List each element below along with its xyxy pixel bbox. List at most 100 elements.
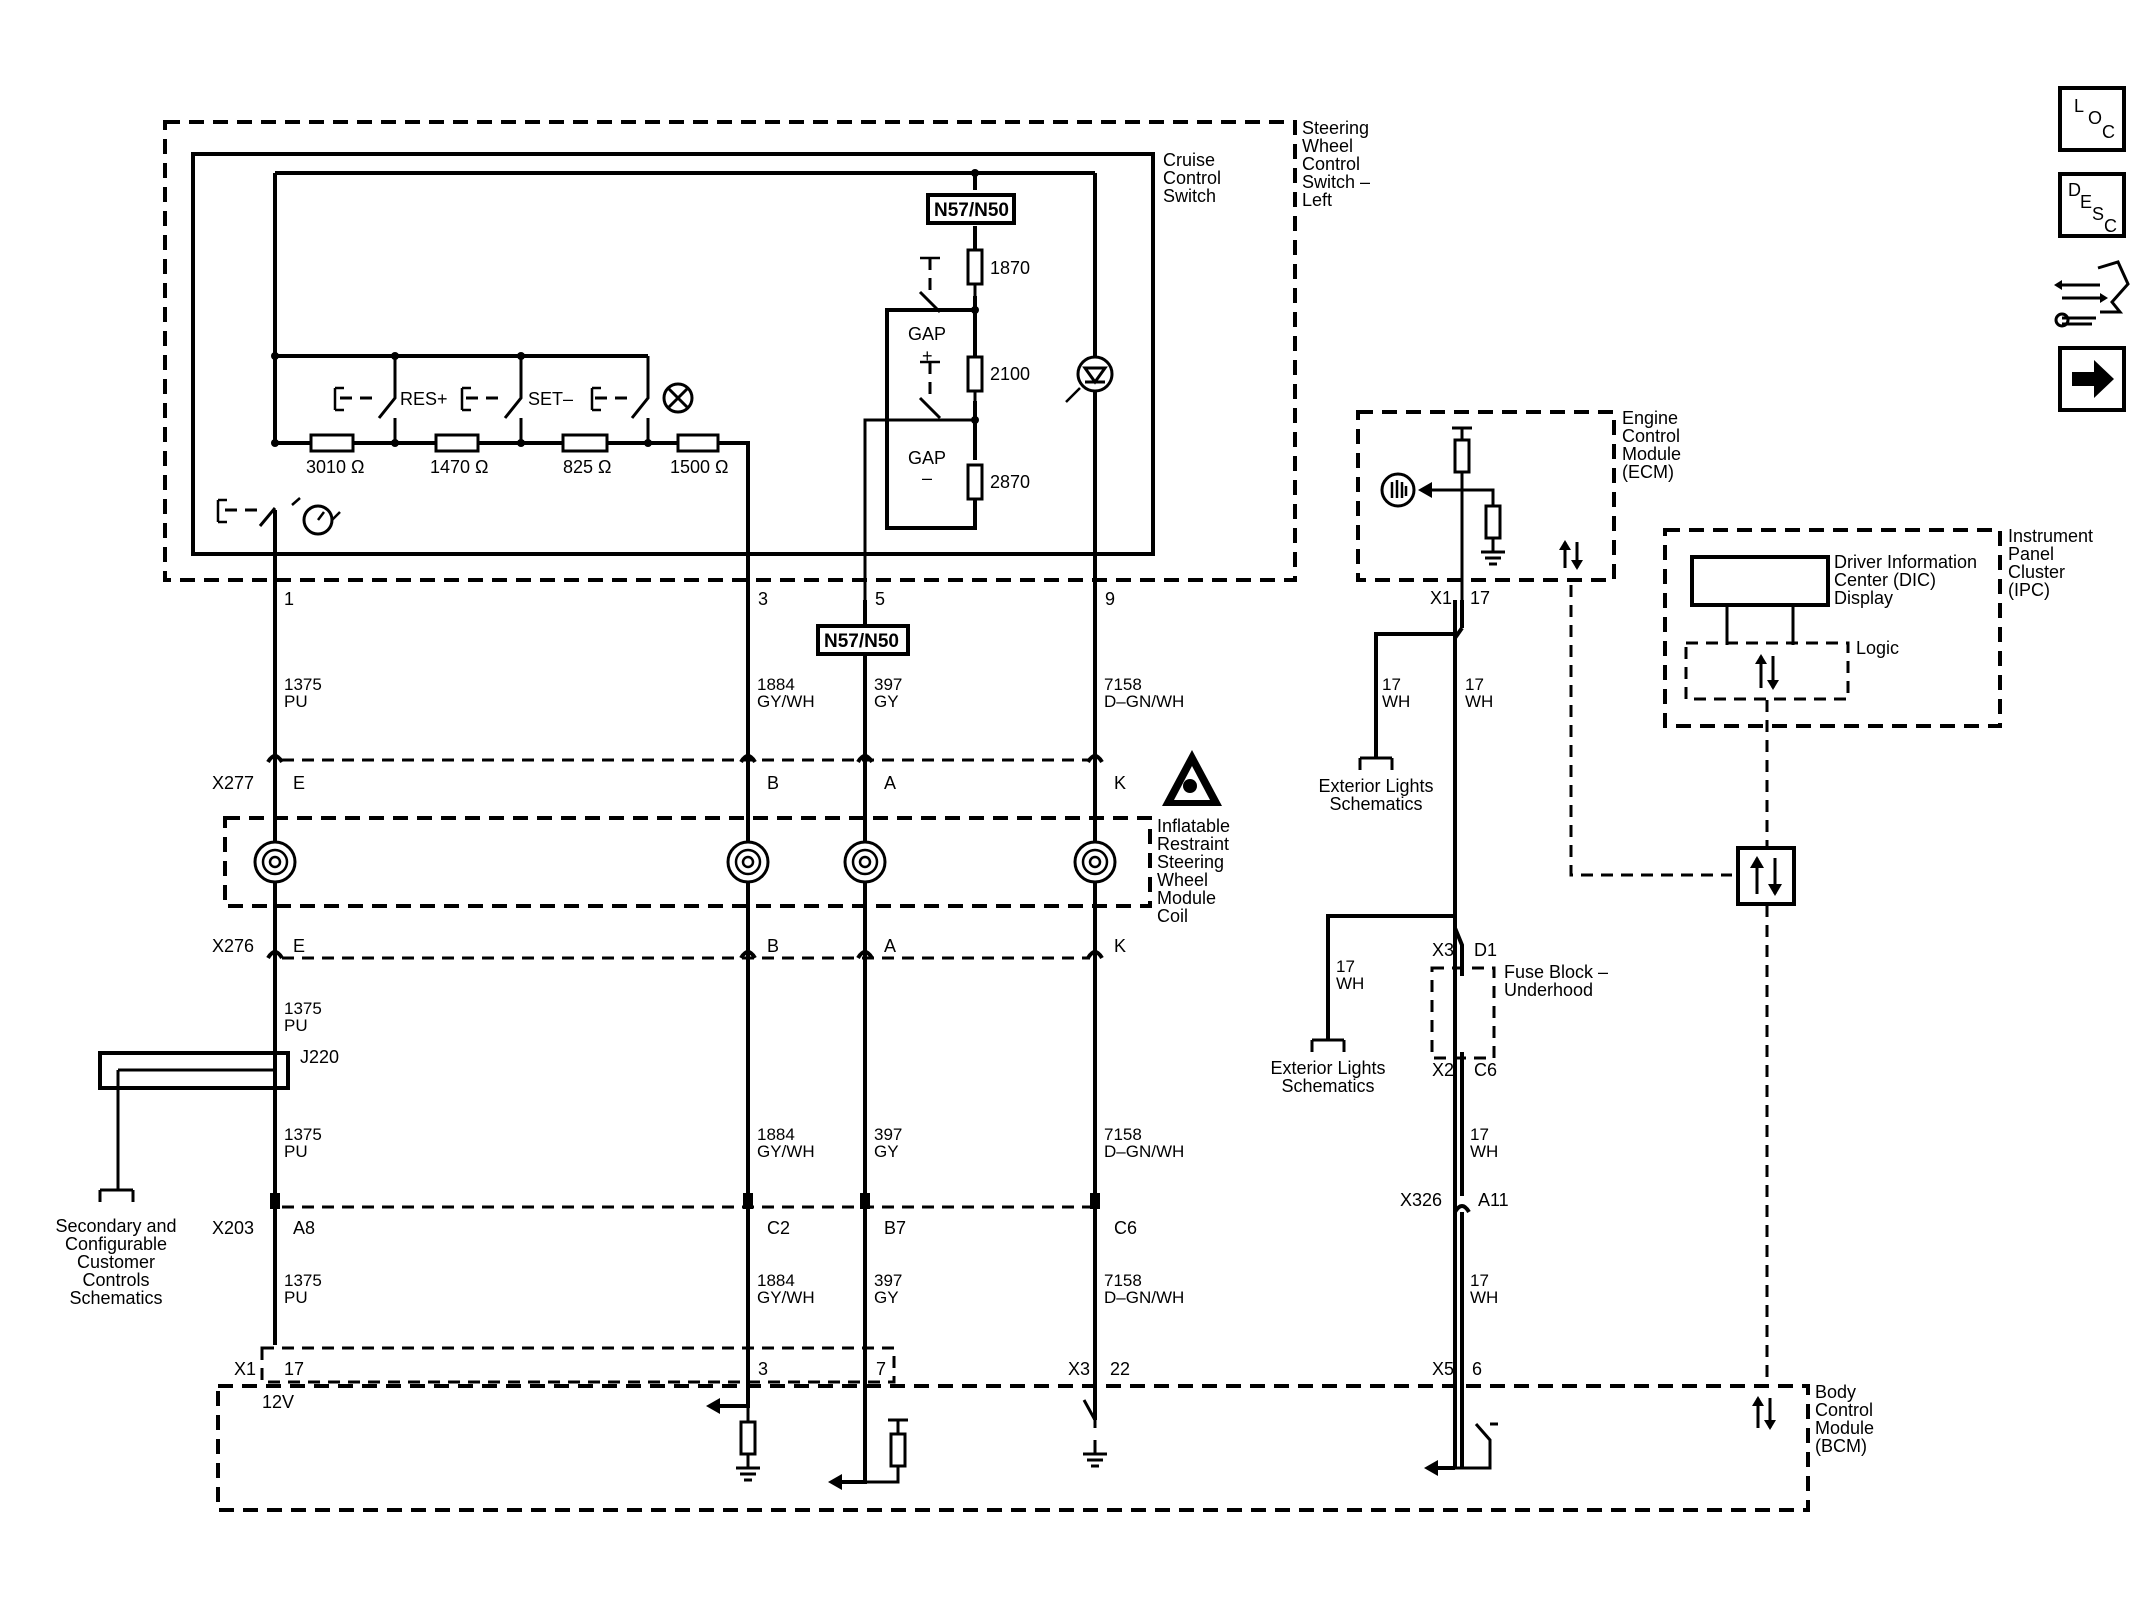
next-arrow-button[interactable] [2058,346,2126,412]
connector-a11-label: A11 [1478,1190,1509,1210]
fuse-x3: X3 [1432,940,1454,960]
stop-hand-icon [1380,472,1416,508]
resistor-1470: 1470 Ω [430,457,489,477]
x277-k: K [1114,773,1126,793]
connector-x326 [1453,1204,1471,1214]
option-n57-n50-label-2: N57/N50 [824,631,899,652]
serial-data-gateway-box [1736,846,1796,906]
x277-e: E [293,773,305,793]
x203-c6: C6 [1114,1218,1137,1238]
led-icon [1076,355,1114,393]
fuse-c6: C6 [1474,1060,1497,1080]
svg-text:D: D [2068,180,2081,200]
connector-x277-label: X277 [212,773,254,793]
plus-sign: + [922,346,933,366]
bcm-x5: X5 [1432,1359,1454,1379]
cancel-icon [662,382,694,414]
ecm-17: 17 [1470,588,1490,608]
cruise-control-switch-box [191,152,1155,556]
x203-c2: C2 [767,1218,790,1238]
x276-a: A [884,936,896,956]
location-button[interactable]: L O C [2058,86,2126,152]
gap-resistor-2100: 2100 [990,364,1030,384]
svg-text:C: C [2104,216,2117,236]
connector-end-view-icon[interactable] [2054,260,2130,328]
pin-3: 3 [758,589,768,609]
x277-a: A [884,773,896,793]
svg-text:S: S [2092,204,2104,224]
ecm-x1: X1 [1430,588,1452,608]
fuse-block-label: Fuse Block –Underhood [1504,962,1608,1000]
connector-x276 [266,950,1104,960]
airbag-warning-icon [1162,750,1222,806]
bcm-x3: X3 [1068,1359,1090,1379]
pin-5: 5 [875,589,885,609]
res-plus-label: RES+ [400,389,448,409]
fuse-d1: D1 [1474,940,1497,960]
pin-9: 9 [1105,589,1115,609]
fuse-block-box [1430,966,1496,1060]
x203-b7: B7 [884,1218,906,1238]
body-control-module-box [216,1384,1810,1512]
x277-b: B [767,773,779,793]
connector-x276-label: X276 [212,936,254,956]
ipc-logic-label: Logic [1856,638,1899,658]
gateway-arrows [1750,856,1782,896]
inflatable-restraint-coil-box [223,816,1152,908]
gap-minus-label: GAP [908,448,946,468]
clockspring-coils [253,840,1117,884]
connector-x326-label: X326 [1400,1190,1442,1210]
x276-k: K [1114,936,1126,956]
x276-b: B [767,936,779,956]
bcm-7: 7 [876,1359,886,1379]
description-button[interactable]: D E S C [2058,172,2126,238]
steering-wheel-control-switch-box [163,120,1297,582]
ipc-logic-arrows [1755,654,1779,690]
gap-plus-label: GAP [908,324,946,344]
bcm-12v: 12V [262,1392,294,1412]
svg-text:C: C [2102,122,2115,142]
x203-a8: A8 [293,1218,315,1238]
dic-display-box [1690,555,1830,607]
connector-x277 [266,754,1104,764]
minus-sign: – [922,468,932,488]
main-circuit-wires [273,600,1457,1475]
gap-resistor-2870: 2870 [990,472,1030,492]
instrument-panel-cluster-box [1663,528,2002,728]
option-n57-n50-box [926,193,1016,225]
bcm-6: 6 [1472,1359,1482,1379]
gap-resistor-1870: 1870 [990,258,1030,278]
resistor-3010: 3010 Ω [306,457,365,477]
bcm-x1: X1 [234,1359,256,1379]
ipc-logic-box [1684,641,1850,701]
fuse-x2: X2 [1432,1060,1454,1080]
connector-x203-label: X203 [212,1218,254,1238]
option-n57-n50-label: N57/N50 [934,200,1009,221]
bcm-22: 22 [1110,1359,1130,1379]
resistor-825: 825 Ω [563,457,612,477]
cruise-switch-internal-wiring [216,169,1114,600]
